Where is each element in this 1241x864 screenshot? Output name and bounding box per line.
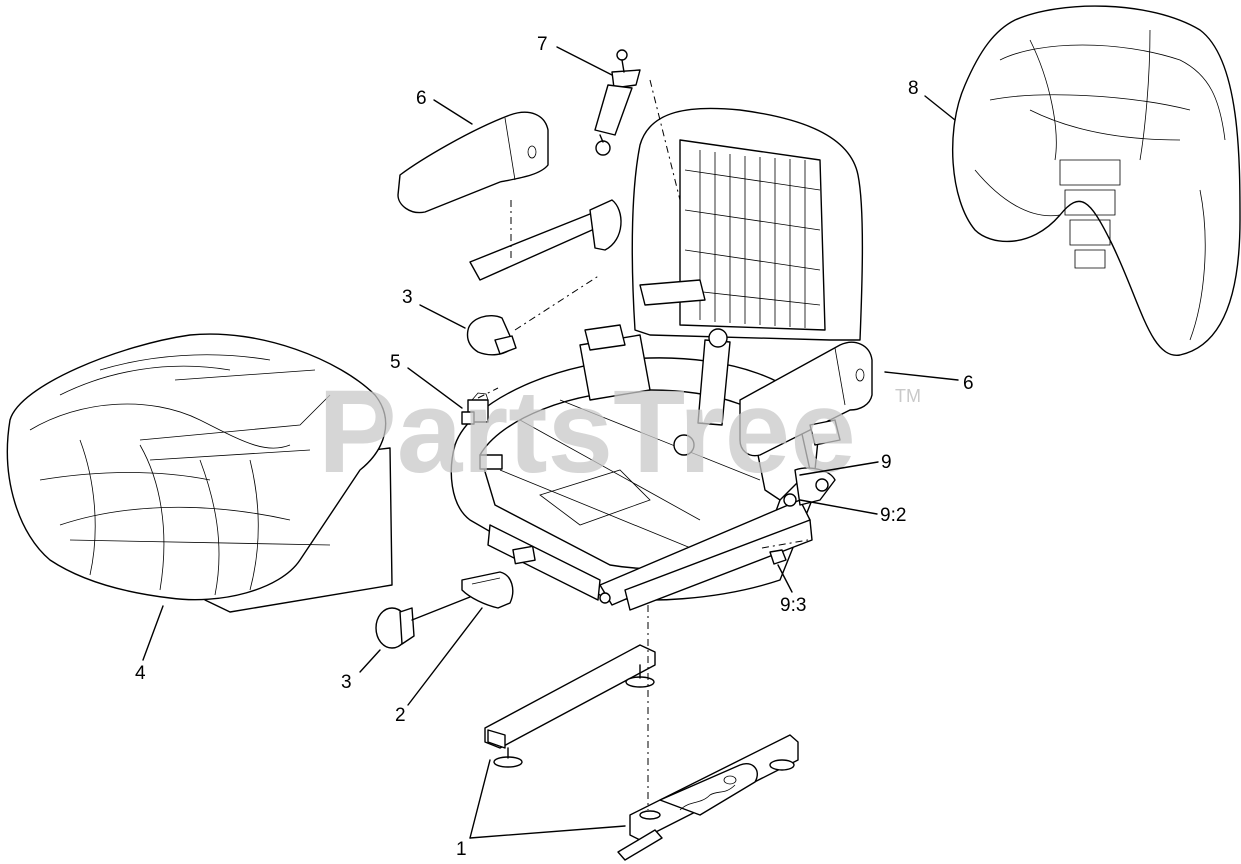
watermark-trademark: TM — [895, 386, 921, 406]
seat-switch[interactable] — [461, 392, 489, 425]
armrest-left[interactable] — [397, 111, 622, 281]
callout-6-right: 6 — [963, 373, 974, 394]
adjustment-knob-lower[interactable] — [375, 596, 471, 649]
callout-3-upper: 3 — [402, 287, 413, 308]
callout-6-upper: 6 — [416, 88, 427, 109]
slide-rail-upper[interactable] — [484, 644, 656, 768]
seat-frame[interactable] — [450, 107, 864, 611]
callout-1: 1 — [456, 839, 467, 860]
seat-cushion[interactable] — [6, 333, 393, 613]
callout-7: 7 — [537, 34, 548, 55]
leader-lines — [142, 46, 959, 839]
callout-9: 9 — [881, 452, 892, 473]
armrest-right[interactable] — [739, 341, 873, 457]
back-cushion[interactable] — [952, 5, 1241, 356]
adjustment-knob-upper[interactable] — [466, 314, 517, 356]
callout-8: 8 — [908, 78, 919, 99]
callout-4: 4 — [135, 663, 146, 684]
assembly-centerlines — [477, 79, 809, 810]
slide-rail-lower[interactable] — [617, 734, 799, 861]
watermark-text: PartsTree — [318, 366, 856, 498]
nut-9-3[interactable] — [769, 549, 787, 565]
callout-3-lower: 3 — [341, 672, 352, 693]
callout-9-3: 9:3 — [780, 595, 806, 616]
lever-handle[interactable] — [461, 571, 514, 609]
callout-9-2: 9:2 — [880, 505, 906, 526]
callout-2: 2 — [395, 705, 406, 726]
gas-spring[interactable] — [594, 49, 641, 156]
callout-5: 5 — [390, 352, 401, 373]
